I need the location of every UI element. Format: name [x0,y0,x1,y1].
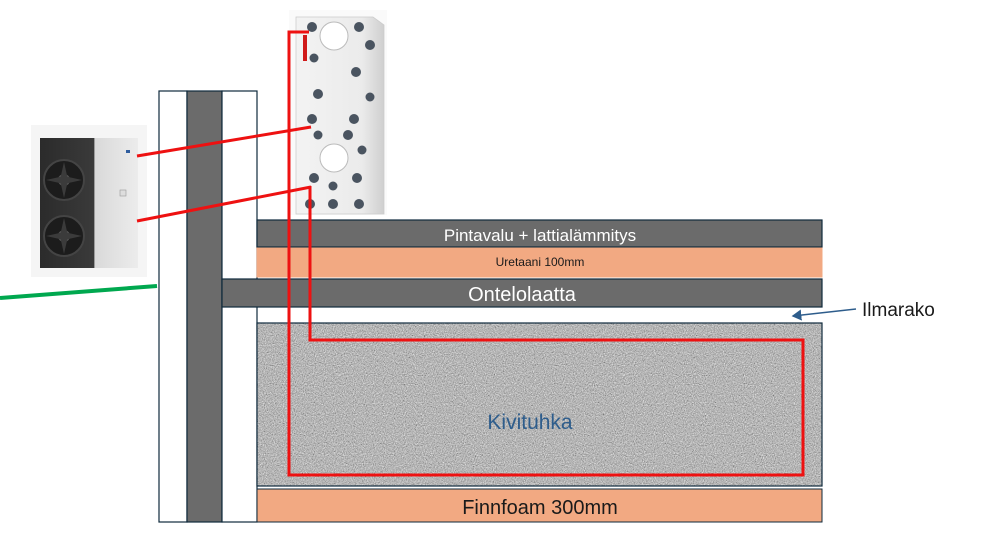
buffer-tank [289,10,387,215]
wall-outer-leaf [158,90,188,523]
layer-hollow-slab [221,278,823,308]
layer-crushed-stone [256,322,823,487]
layer-surface-cast [256,219,823,248]
heating-pipe [136,30,805,477]
layer-finnfoam-label: Finnfoam 300mm [462,497,618,519]
layer-urethane-label: Uretaani 100mm [496,255,585,269]
layer-crushed-stone-label: Kivituhka [487,411,573,434]
layer-urethane [256,247,823,278]
wall-core [186,90,223,523]
layer-surface-cast-label: Pintavalu + lattialämmitys [444,226,636,245]
layer-finnfoam [256,488,823,523]
ground-line [0,284,158,300]
air-gap-arrow [791,308,857,321]
layer-hollow-slab-label: Ontelolaatta [468,284,577,306]
air-gap-label: Ilmarako [862,300,935,321]
heat-pump-outdoor-unit [31,125,147,277]
